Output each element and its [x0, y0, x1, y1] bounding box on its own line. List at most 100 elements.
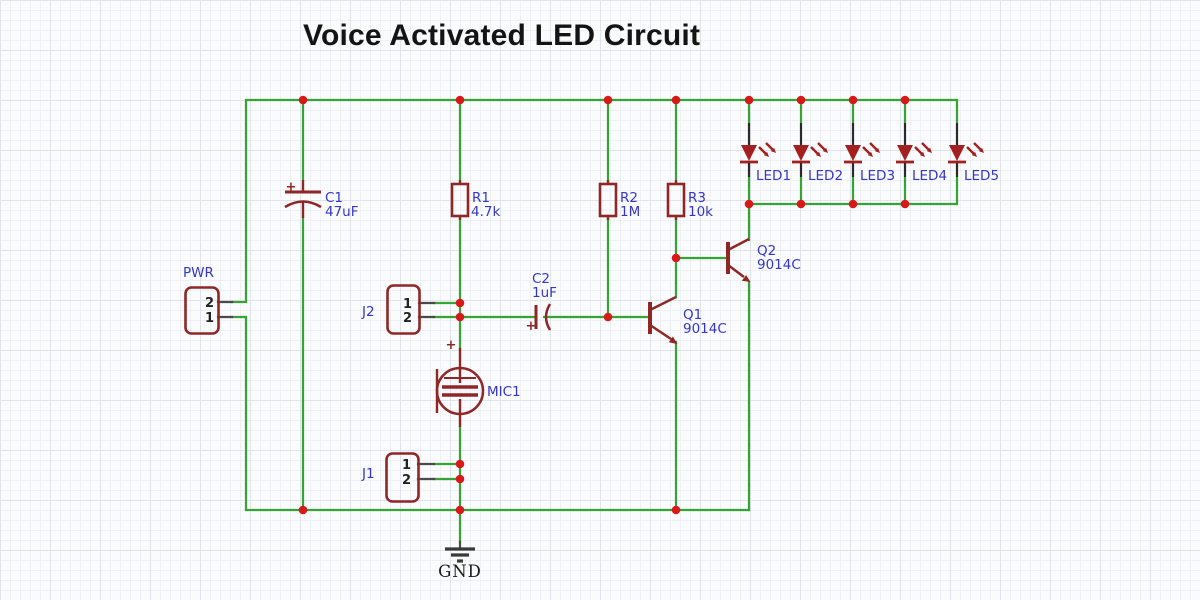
wire-segment	[230, 98, 959, 304]
c2-plate-curved	[544, 303, 552, 331]
q1-ref-label: Q1	[683, 307, 702, 323]
wires	[230, 98, 959, 544]
junction-dot	[603, 95, 613, 105]
led-emission-arrowhead	[971, 151, 977, 157]
r1-body	[450, 182, 470, 218]
gnd-label: GND	[438, 562, 482, 581]
junction-dot	[455, 95, 465, 105]
junction-dot	[455, 505, 465, 515]
c2-polarity-plus-mark: +	[526, 319, 537, 334]
c1-value-label: 47uF	[325, 204, 359, 220]
r1-resistor-symbol: R1 4.7k	[450, 180, 500, 220]
led4-symbol: LED4	[896, 100, 947, 204]
q1-value-label: 9014C	[683, 321, 727, 337]
mic1-microphone-symbol: + MIC1	[435, 338, 521, 427]
junction-dot	[603, 312, 613, 322]
led-emission-arrowhead	[978, 147, 984, 153]
r1-value-label: 4.7k	[471, 204, 500, 220]
j1-connector-body	[385, 452, 420, 503]
led-triangle	[897, 145, 913, 161]
led-emission-arrowhead	[867, 151, 873, 157]
led-emission-arrowhead	[770, 147, 776, 153]
q1-emitter	[649, 323, 672, 341]
led-emission-arrowhead	[763, 151, 769, 157]
junction-dot	[671, 505, 681, 515]
led3-symbol: LED3	[844, 100, 895, 204]
led-emission-arrow	[758, 146, 767, 155]
c2-value-label: 1uF	[532, 285, 557, 301]
pin-stubs	[216, 300, 462, 551]
q2-value-label: 9014C	[757, 257, 801, 273]
led-emission-arrow	[921, 142, 930, 151]
junction-dot	[298, 505, 308, 515]
r3-resistor-symbol: R3 10k	[666, 180, 713, 220]
pwr-connector-body	[184, 286, 220, 335]
junction-dot	[796, 95, 806, 105]
led-emission-arrow	[862, 146, 871, 155]
led2-symbol: LED2	[792, 100, 843, 204]
c1-capacitor-symbol: + C1 47uF	[284, 180, 359, 220]
r1-ref-label: R1	[472, 190, 490, 206]
c1-ref-label: C1	[325, 190, 343, 206]
junction-dot	[796, 199, 806, 209]
q1-transistor-symbol: Q1 9014C	[648, 295, 727, 345]
junction-dot	[744, 95, 754, 105]
pwr-pin-2-number: 2	[205, 296, 214, 311]
led-emission-arrow	[914, 146, 923, 155]
led3-ref-label: LED3	[860, 168, 895, 184]
q2-ref-label: Q2	[757, 243, 776, 259]
r2-resistor-symbol: R2 1M	[598, 180, 640, 220]
mic1-ref-label: MIC1	[487, 384, 521, 400]
q1-collector	[649, 295, 677, 312]
junction-dot	[298, 95, 308, 105]
junction-dot	[848, 95, 858, 105]
led-emission-arrow	[869, 142, 878, 151]
junction-dot	[900, 95, 910, 105]
r2-ref-label: R2	[620, 190, 638, 206]
led-emission-arrowhead	[919, 151, 925, 157]
j2-connector-body	[386, 284, 421, 335]
led-triangle	[845, 145, 861, 161]
c2-capacitor-symbol: + C2 1uF	[526, 271, 557, 334]
junction-dot	[671, 253, 681, 263]
q2-transistor-symbol: Q2 9014C	[726, 237, 801, 282]
j2-pin-1-number: 1	[403, 297, 412, 312]
led2-ref-label: LED2	[808, 168, 843, 184]
q2-emitter	[727, 264, 745, 278]
junction-dot	[744, 199, 754, 209]
junction-dot	[455, 459, 465, 469]
led1-ref-label: LED1	[756, 168, 791, 184]
j1-ref-label: J1	[361, 466, 375, 482]
wire-segment	[230, 315, 751, 512]
led4-ref-label: LED4	[912, 168, 947, 184]
led-triangle	[741, 145, 757, 161]
r2-value-label: 1M	[620, 204, 640, 220]
led-emission-arrow	[973, 142, 982, 151]
junction-dot	[455, 312, 465, 322]
pwr-label: PWR	[183, 265, 214, 281]
led-emission-arrow	[810, 146, 819, 155]
q2-collector	[727, 237, 750, 252]
junction-dot	[900, 199, 910, 209]
junction-dot	[848, 199, 858, 209]
c1-plate-curved	[284, 200, 322, 209]
j1-pin-2-number: 2	[402, 473, 411, 488]
led-emission-arrowhead	[874, 147, 880, 153]
r2-body	[598, 182, 618, 218]
r3-value-label: 10k	[688, 204, 713, 220]
j2-ref-label: J2	[361, 304, 375, 320]
j1-connector-symbol: 1 2 J1	[361, 452, 420, 503]
led-emission-arrowhead	[822, 147, 828, 153]
j1-pin-1-number: 1	[402, 458, 411, 473]
r3-ref-label: R3	[688, 190, 706, 206]
led5-symbol: LED5	[948, 100, 999, 204]
j2-pin-2-number: 2	[403, 311, 412, 326]
c2-ref-label: C2	[532, 271, 550, 287]
junction-dots	[298, 95, 910, 515]
q2-emitter-arrowhead	[741, 275, 751, 282]
led-triangle	[793, 145, 809, 161]
page-title: Voice Activated LED Circuit	[303, 19, 701, 52]
mic1-polarity-plus-mark: +	[446, 338, 457, 353]
